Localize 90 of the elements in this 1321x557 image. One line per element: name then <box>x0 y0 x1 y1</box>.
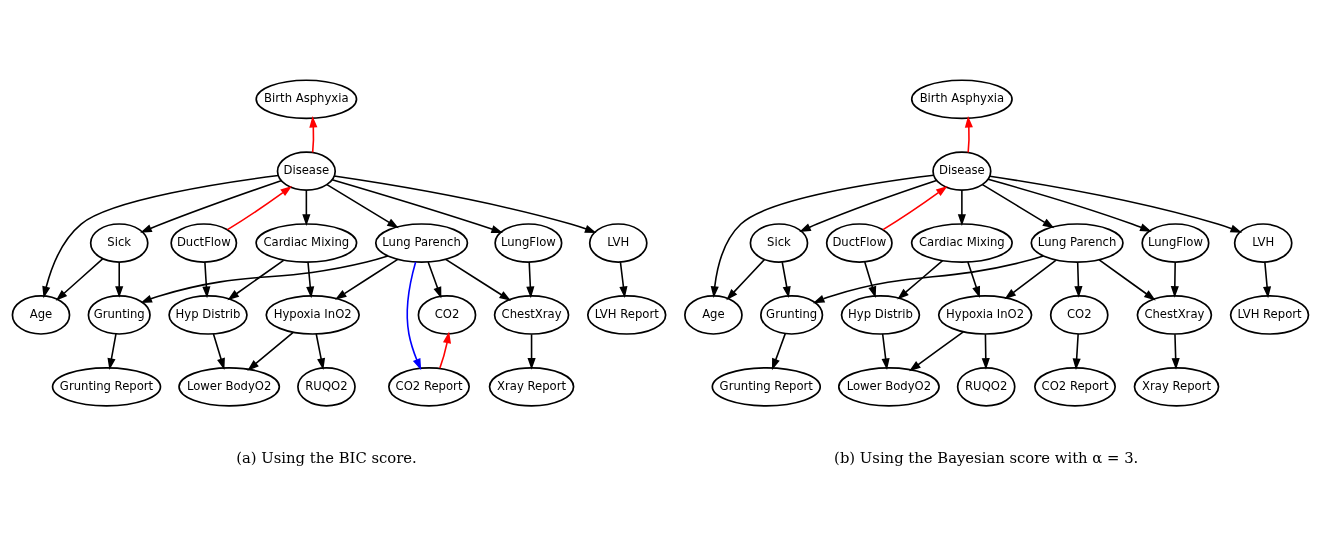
node-ellipse: DuctFlow <box>825 222 893 263</box>
arrow <box>212 332 225 370</box>
arrow <box>406 260 422 370</box>
node-ellipse: ChestXray <box>1136 294 1213 335</box>
arrow <box>1074 261 1083 298</box>
arrow <box>226 185 293 230</box>
arrow <box>882 185 948 230</box>
arrow <box>140 254 389 303</box>
arrow <box>1171 333 1180 370</box>
arrow <box>309 115 318 153</box>
arrow <box>710 174 935 298</box>
arrow <box>987 178 1152 232</box>
arrow <box>1098 258 1156 300</box>
arrow <box>781 260 791 298</box>
arrow <box>439 331 451 369</box>
node-ellipse: Birth Asphyxia <box>910 78 1013 119</box>
arrow <box>812 254 1045 303</box>
node-ellipse: CO2 <box>417 294 477 335</box>
arrow <box>302 189 311 226</box>
node-ellipse: Xray Report <box>1133 366 1220 407</box>
arrow <box>42 174 280 298</box>
arrow <box>227 259 285 300</box>
node-ellipse: CO2 Report <box>1034 366 1116 407</box>
arrow <box>527 333 536 370</box>
arrow <box>619 260 628 298</box>
arrow <box>202 260 211 298</box>
label: (b) Using the Bayesian score with α = 3. <box>834 448 1139 466</box>
node-ellipse: Sick <box>89 222 149 263</box>
arrow <box>326 183 399 228</box>
node-ellipse: DuctFlow <box>170 222 238 263</box>
arrow <box>863 260 877 298</box>
arrow <box>1072 332 1081 370</box>
arrow <box>331 178 504 233</box>
arrow <box>771 332 787 370</box>
arrow <box>726 258 766 300</box>
arrow <box>909 330 965 371</box>
node-ellipse: Disease <box>932 150 992 191</box>
arrow <box>427 260 442 298</box>
node-ellipse: LVH <box>1233 222 1293 263</box>
arrow <box>799 179 938 232</box>
node-ellipse: Hypoxia InO2 <box>265 294 360 335</box>
arrow <box>140 179 282 233</box>
node-ellipse: Lower BodyO2 <box>178 366 281 407</box>
label: (a) Using the BIC score. <box>236 448 417 466</box>
arrow <box>967 260 981 298</box>
arrow <box>1004 259 1057 299</box>
arrow <box>526 260 535 298</box>
node-ellipse: Hypoxia InO2 <box>937 294 1033 335</box>
arrow <box>1263 260 1272 298</box>
arrow <box>881 332 890 370</box>
node-ellipse: Sick <box>749 222 809 263</box>
node-ellipse: LungFlow <box>494 222 563 263</box>
node-ellipse: LVH Report <box>1229 294 1310 335</box>
node-ellipse: Cardiac Mixing <box>910 222 1013 263</box>
node-ellipse: Age <box>684 294 743 335</box>
node-ellipse: RUQO2 <box>297 366 356 407</box>
arrow <box>115 261 124 298</box>
node-ellipse: Hyp Distrib <box>840 294 921 335</box>
arrow <box>897 259 944 300</box>
arrow <box>55 257 104 301</box>
node-ellipse: Lung Parench <box>1030 222 1124 263</box>
node-ellipse: Xray Report <box>488 366 575 407</box>
arrow <box>964 115 973 153</box>
arrow <box>444 258 512 301</box>
arrow <box>306 260 315 298</box>
node-ellipse: Grunting Report <box>51 366 162 407</box>
node-ellipse: Birth Asphyxia <box>255 78 358 119</box>
node-ellipse: Disease <box>276 150 337 191</box>
node-ellipse: Hyp Distrib <box>168 294 248 335</box>
node-ellipse: CO2 <box>1049 294 1109 335</box>
arrow <box>247 331 294 371</box>
arrow <box>957 189 966 226</box>
node-ellipse: LVH Report <box>586 294 667 335</box>
arrow <box>1170 261 1179 298</box>
node-ellipse: Lower BodyO2 <box>837 366 940 407</box>
arrow <box>333 174 597 233</box>
arrow <box>107 332 117 370</box>
arrow <box>315 332 326 370</box>
node-ellipse: Grunting Report <box>711 366 822 407</box>
node-ellipse: Lung Parench <box>374 222 469 263</box>
arrow <box>981 183 1055 228</box>
node-ellipse: Age <box>11 294 71 335</box>
node-ellipse: ChestXray <box>493 294 570 335</box>
node-ellipse: LVH <box>588 222 648 263</box>
arrow <box>989 174 1243 233</box>
arrow <box>981 333 990 370</box>
arrow <box>334 258 399 300</box>
node-ellipse: RUQO2 <box>956 366 1016 407</box>
node-ellipse: Cardiac Mixing <box>255 222 358 263</box>
node-ellipse: CO2 Report <box>388 366 470 407</box>
